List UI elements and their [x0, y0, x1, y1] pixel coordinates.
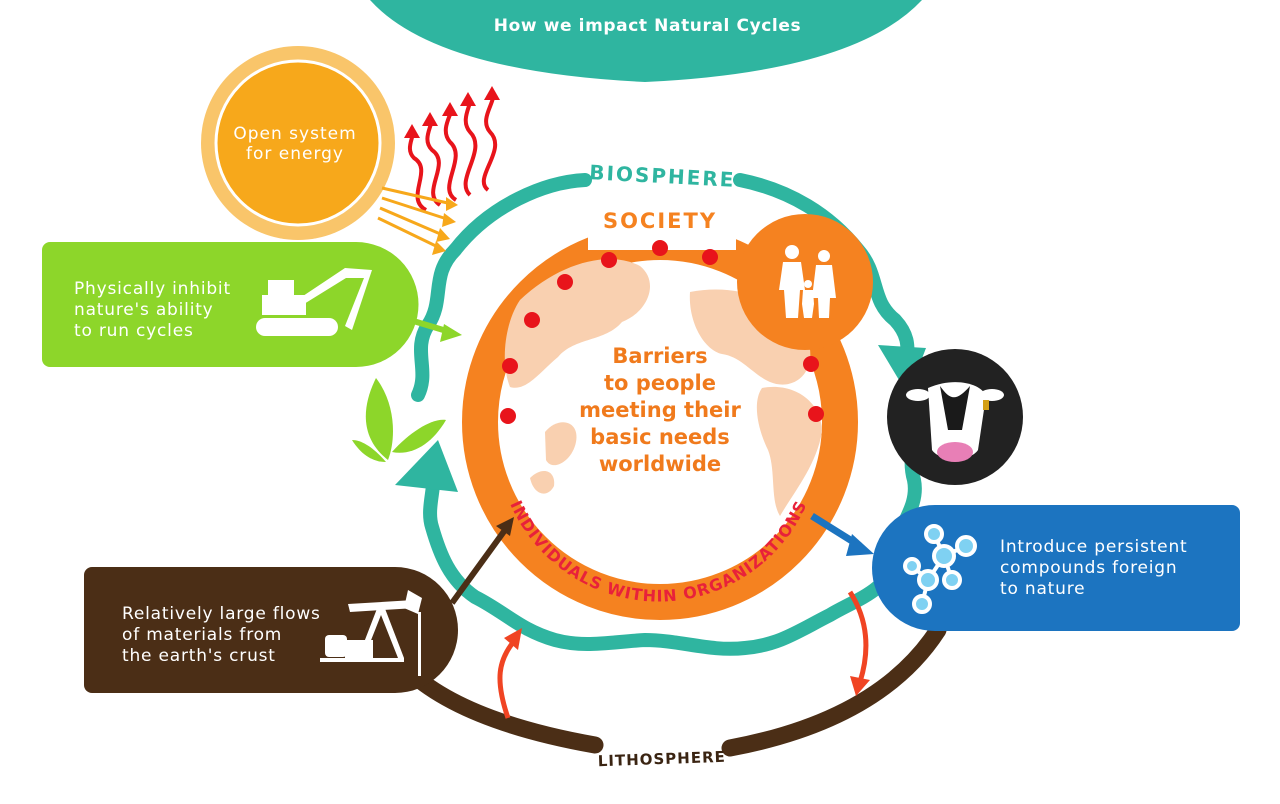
- cow-icon: [906, 382, 1004, 462]
- oil-pump-icon: [320, 590, 422, 676]
- biosphere-ring: [423, 173, 924, 656]
- compounds-panel-label: Introduce persistent compounds foreign t…: [1000, 537, 1188, 599]
- red-dots: [500, 240, 824, 424]
- litho-arrow-down: [847, 590, 869, 683]
- materials-panel-label: Relatively large flows of materials from…: [122, 604, 321, 666]
- biosphere-label: BIOSPHERE: [589, 160, 736, 192]
- inhibit-panel-label: Physically inhibit nature's ability to r…: [74, 279, 231, 341]
- materials-arrow-head: [496, 517, 514, 536]
- heat-arrow-heads: [404, 86, 500, 138]
- litho-arrow-up-head: [504, 628, 522, 650]
- excavator-icon: [256, 268, 372, 336]
- society-label: SOCIETY: [603, 209, 717, 233]
- biosphere-arrow-head-left: [395, 440, 458, 492]
- litho-arrow-down-head: [850, 676, 870, 696]
- biosphere-arrow-head-right: [878, 345, 926, 395]
- lithosphere-label: LITHOSPHERE: [598, 748, 727, 770]
- leaf-icon: [352, 378, 446, 462]
- compounds-arrow-head: [846, 534, 874, 556]
- diagram-title: How we impact Natural Cycles: [493, 16, 802, 36]
- inhibit-arrow-head: [440, 324, 462, 342]
- family-icon: [779, 245, 836, 318]
- sun-icon: [201, 46, 395, 240]
- sun-ray-heads: [432, 197, 458, 255]
- litho-arrow-up: [497, 638, 517, 719]
- materials-arrow: [449, 528, 508, 605]
- title-banner: [370, 0, 922, 82]
- sun-rays-icon: [377, 186, 453, 250]
- molecule-icon: [903, 524, 977, 614]
